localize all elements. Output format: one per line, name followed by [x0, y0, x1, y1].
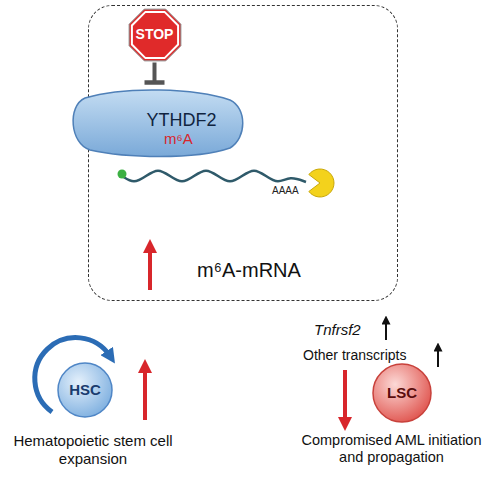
cap-dot — [118, 170, 127, 179]
stop-sign: STOP — [127, 7, 183, 63]
node-text: m⁶A-mRNA — [169, 258, 329, 282]
caption-text: Compromised AML initiation and propagati… — [298, 432, 485, 467]
increase-arrow — [143, 366, 147, 420]
inhibition-connector — [153, 63, 157, 83]
caption-text: Hematopoietic stem cell expansion — [3, 432, 183, 468]
decay-enzyme — [309, 169, 334, 197]
modification-label: m⁶A — [164, 130, 214, 148]
stem-cell: HSC — [57, 362, 113, 418]
reader-protein: YTHDF2 — [65, 88, 245, 158]
cell-outline — [58, 363, 112, 417]
dashed-box: m⁶A-mRNA STOP YTHDF2 — [88, 5, 398, 301]
decrease-arrow — [343, 370, 347, 424]
transcript-label: Other transcripts — [303, 347, 443, 364]
polya-tail-label: AAAA — [272, 185, 312, 197]
mrna-strand — [122, 171, 306, 182]
gene-label: Tnfrsf2 — [314, 321, 394, 339]
increase-arrow — [385, 320, 387, 340]
leukemia-stem-cell: LSC — [372, 363, 432, 423]
node-text: YTHDF2 — [127, 110, 237, 132]
node-text: LSC — [372, 384, 432, 402]
cell-outline — [373, 364, 431, 422]
increase-arrow — [437, 347, 439, 367]
node-text: HSC — [57, 381, 113, 399]
protein-outline — [73, 89, 243, 156]
increase-arrow — [148, 246, 152, 290]
node-text: STOP — [127, 26, 183, 43]
